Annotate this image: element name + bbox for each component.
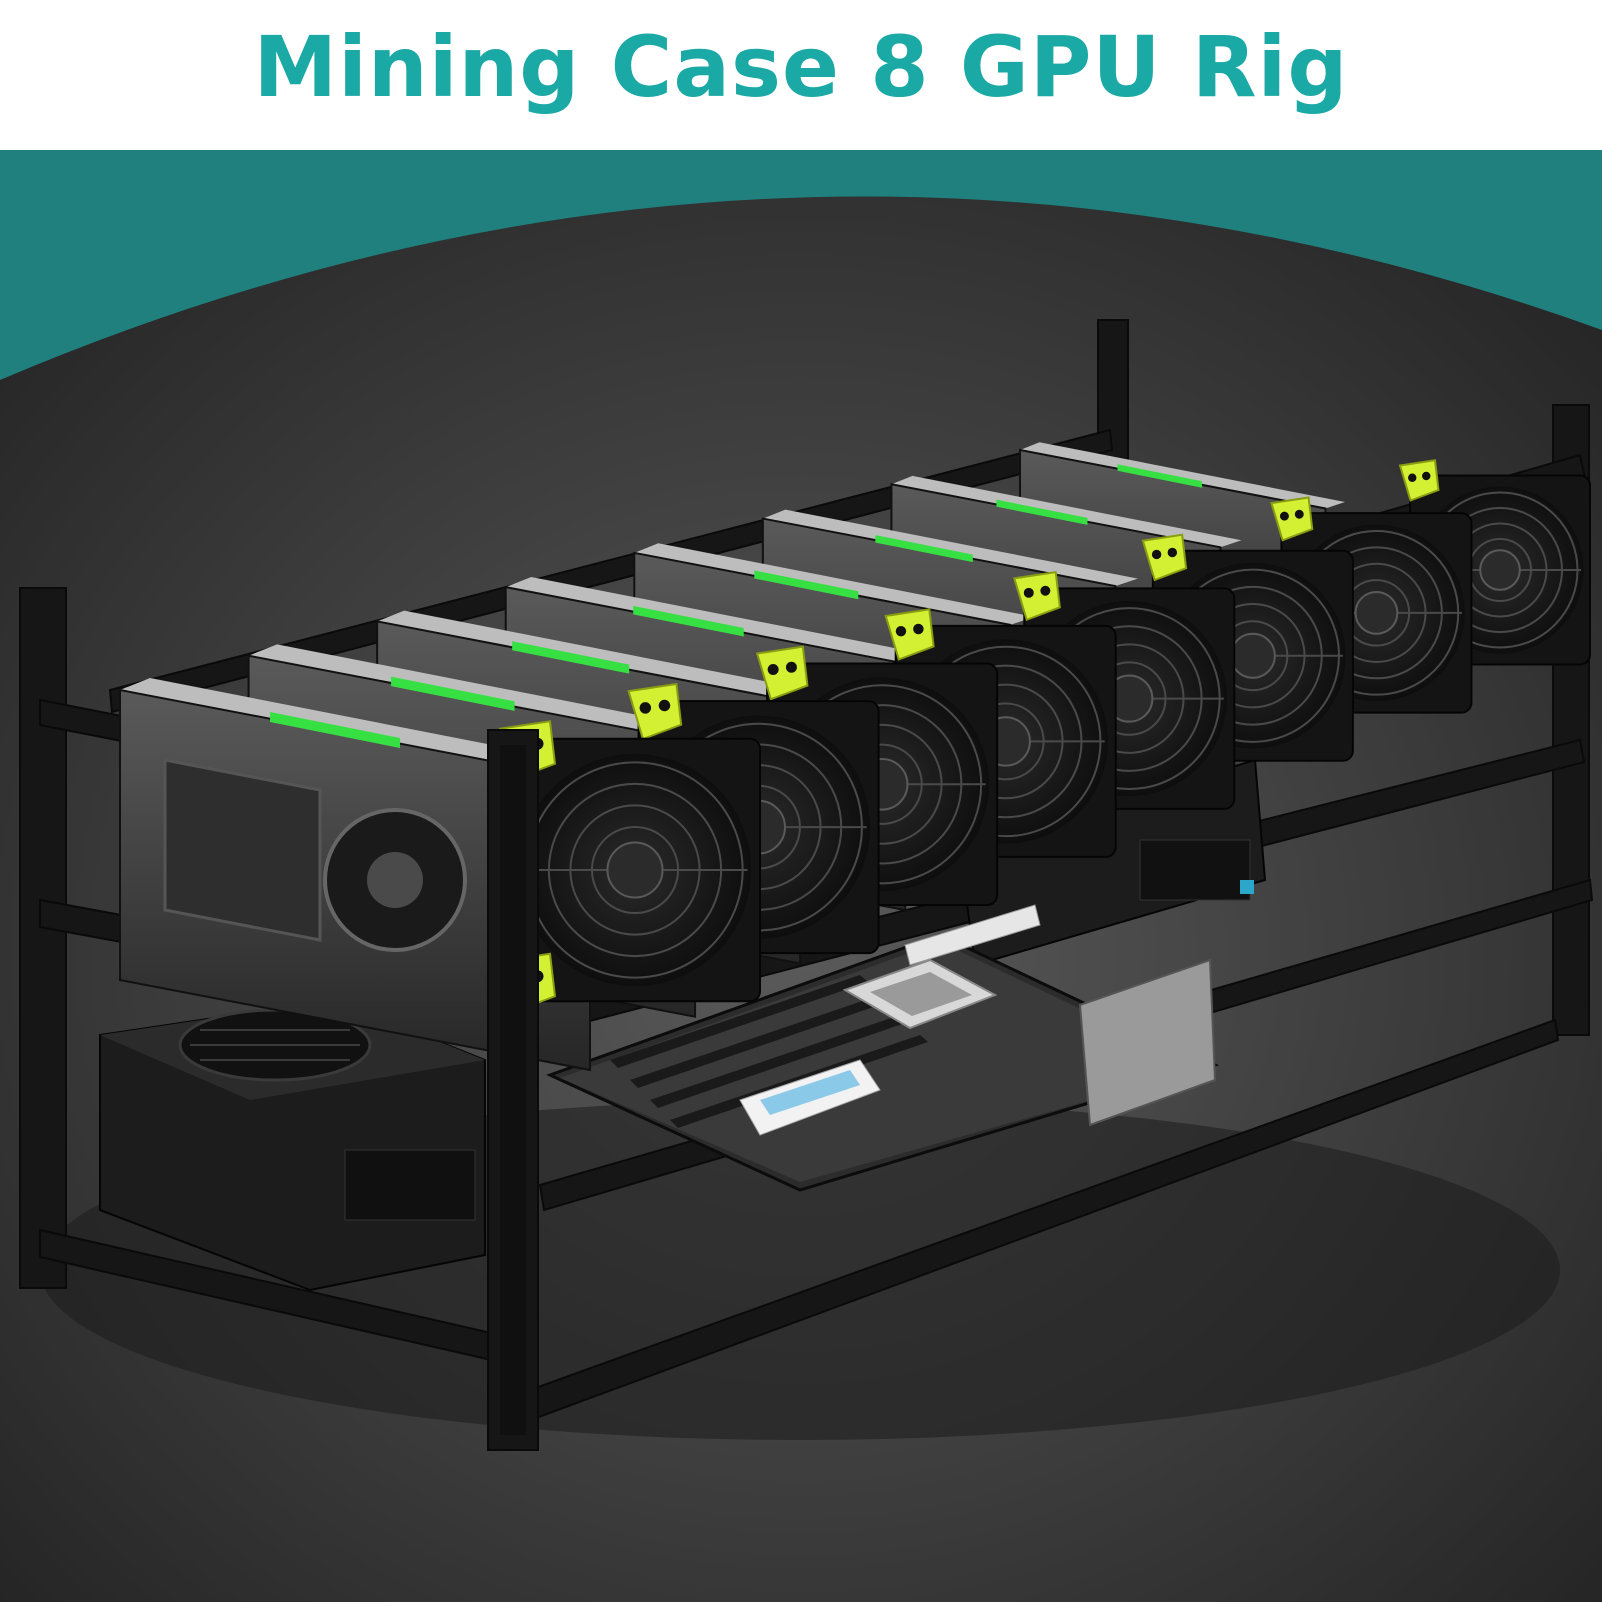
ram-module [904, 904, 1041, 966]
fan-hub-icon [1354, 590, 1399, 635]
fan-bracket [627, 682, 683, 741]
page-title: Mining Case 8 GPU Rig [253, 18, 1349, 116]
ssd-drive [1078, 958, 1217, 1127]
fan-hub-icon [1229, 632, 1276, 679]
fan-hub-icon [1479, 549, 1521, 591]
frame-post-left-back [19, 587, 67, 1289]
fan-bracket [1398, 459, 1440, 502]
fan-bracket [884, 608, 935, 661]
fan-bracket [1012, 570, 1061, 622]
teal-arc [0, 150, 1602, 380]
fan-row [498, 459, 1591, 1013]
motherboard [546, 904, 1220, 1192]
fan-hub-icon [606, 841, 664, 899]
fan-bracket [755, 645, 809, 701]
case-fan [498, 720, 761, 1013]
fan-bracket [1270, 496, 1314, 542]
fan-bracket [1141, 533, 1188, 582]
